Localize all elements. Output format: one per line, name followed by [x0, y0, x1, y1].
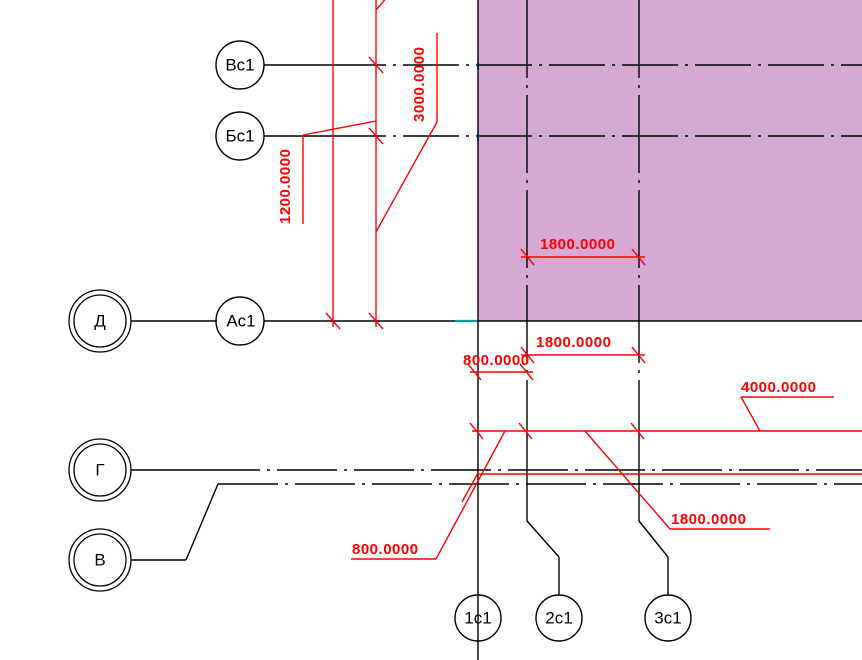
bubble-as1-label: Ас1 — [226, 311, 255, 330]
dimension-text-800-upper: 800.0000 — [463, 352, 530, 369]
bubble-bs1[interactable]: Бс1 — [215, 111, 265, 161]
dimension-1800-lower-leader — [584, 430, 770, 530]
bubble-2s1-label: 2с1 — [545, 608, 572, 627]
highlight-segments — [455, 63, 480, 323]
dimension-line-lower-main — [469, 422, 862, 440]
fill-region-purple — [478, 0, 862, 321]
bubble-2s1[interactable]: 2с1 — [535, 594, 583, 642]
bubble-3s1[interactable]: 3с1 — [644, 594, 692, 642]
dimension-800-lower-leader — [351, 430, 506, 560]
bubble-1s1[interactable]: 1с1 — [454, 594, 502, 642]
bubble-v-label: В — [94, 550, 105, 569]
dimension-1800-mid-line — [520, 346, 646, 364]
dimension-text-1800-lower: 1800.0000 — [671, 511, 746, 528]
bubble-1s1-label: 1с1 — [464, 608, 491, 627]
dimension-text-800-lower: 800.0000 — [352, 541, 419, 558]
vertical-grid-lines — [477, 0, 669, 660]
bubble-d[interactable]: Д — [68, 289, 132, 353]
dimension-800-lower-extension — [461, 472, 479, 503]
bubble-3s1-label: 3с1 — [654, 608, 681, 627]
bubble-vs1[interactable]: Вс1 — [215, 40, 265, 90]
dimension-1800-upper-line — [520, 248, 646, 266]
dimension-text-3000: 3000.0000 — [411, 47, 428, 122]
vertical-dimension-lines — [325, 0, 384, 330]
bubble-d-label: Д — [94, 311, 106, 330]
dimension-text-4000: 4000.0000 — [741, 379, 816, 396]
dimension-1200-leader — [302, 120, 377, 224]
bubble-v-jog-leader — [131, 483, 219, 561]
bubble-vs1-label: Вс1 — [225, 55, 254, 74]
bubble-as1[interactable]: Ас1 — [215, 296, 265, 346]
bubble-bs1-label: Бс1 — [225, 126, 254, 145]
dimension-3000-leader — [375, 0, 438, 233]
dimension-4000-leader — [740, 396, 834, 432]
bubble-v[interactable]: В — [68, 528, 132, 592]
bubble-g[interactable]: Г — [68, 438, 132, 502]
horizontal-grid-lines — [131, 64, 862, 485]
dimension-text-1200: 1200.0000 — [277, 149, 294, 224]
dimension-text-1800-upper: 1800.0000 — [540, 236, 615, 253]
dimension-800-upper-line — [467, 363, 534, 381]
dimension-text-1800-mid: 1800.0000 — [536, 334, 611, 351]
bubble-g-label: Г — [95, 460, 104, 479]
